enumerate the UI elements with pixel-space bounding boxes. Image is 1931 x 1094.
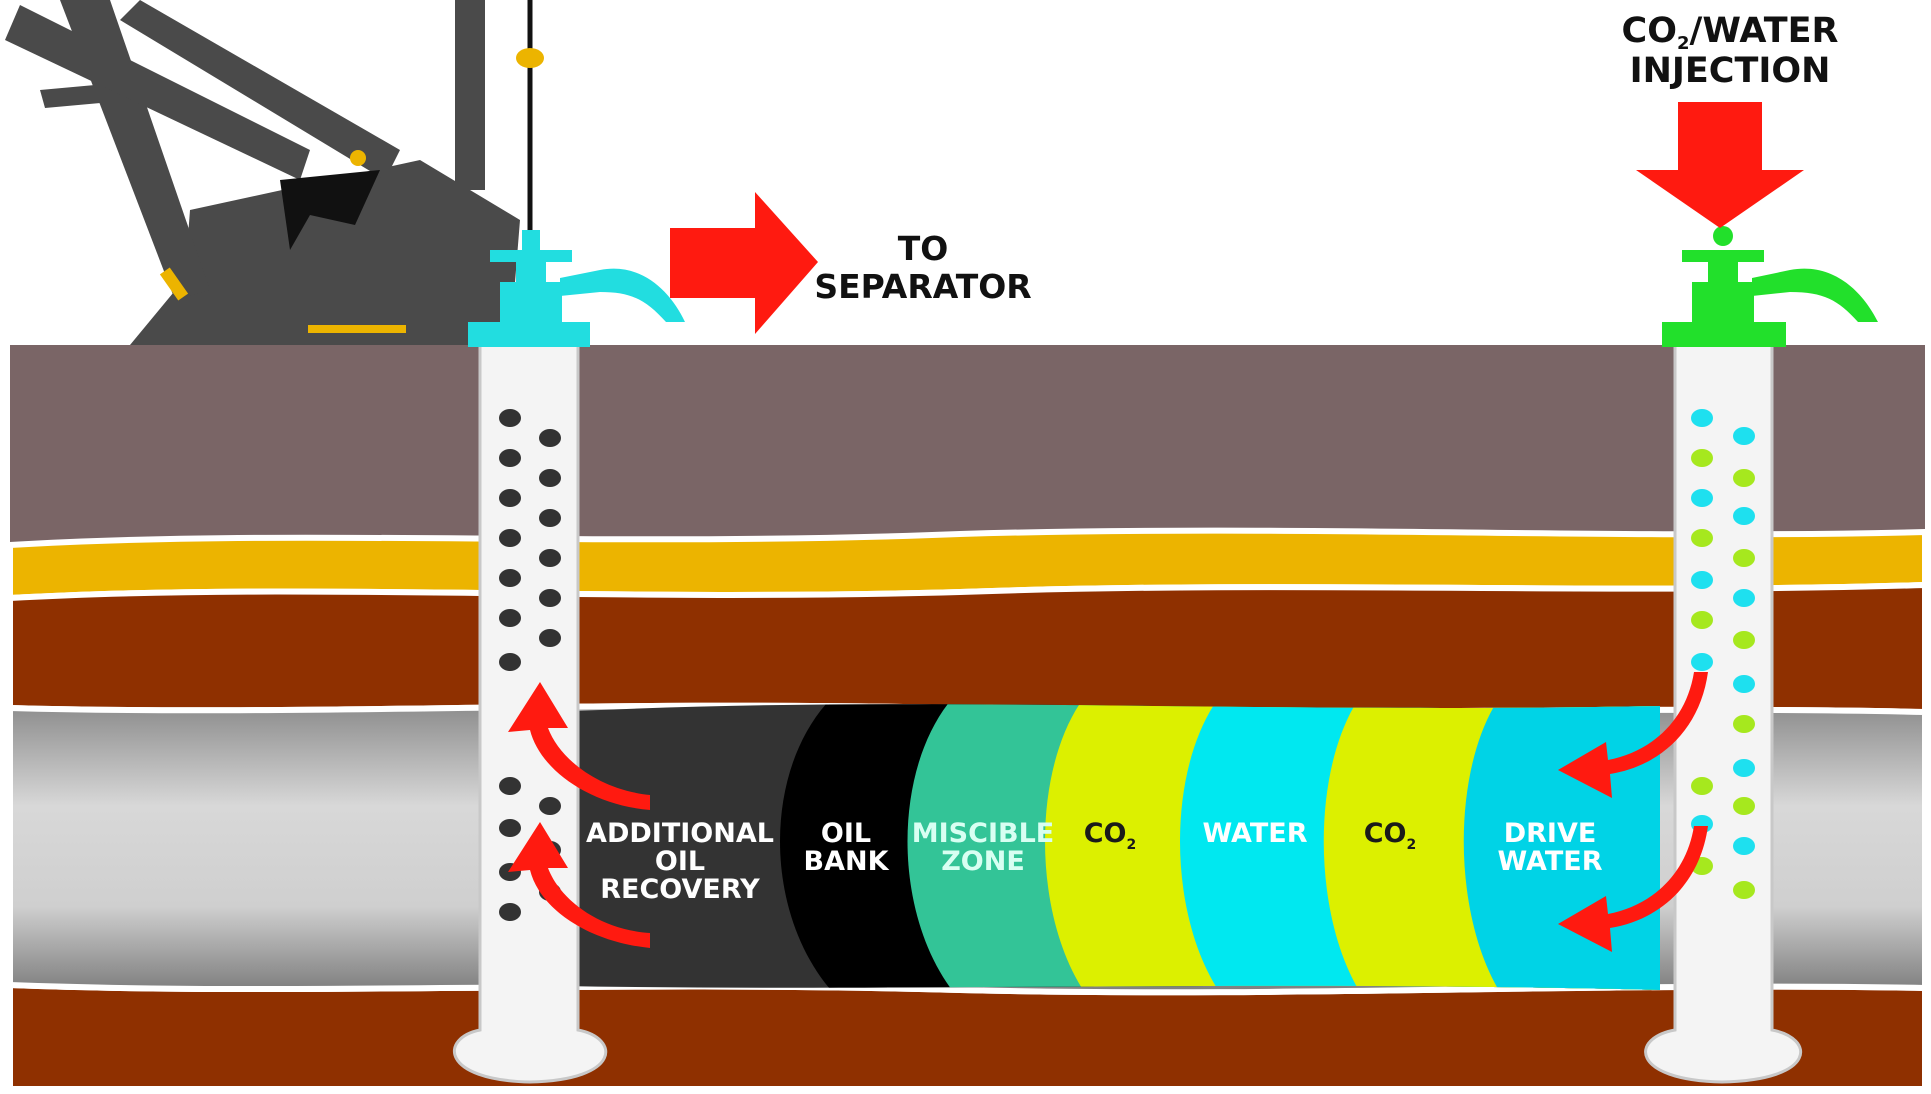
label-water: WATER [1202, 818, 1307, 849]
producer-wellhead-icon [468, 230, 685, 347]
label-miscible-zone-2: ZONE [941, 846, 1025, 877]
curved-up-arrow-icon [508, 682, 650, 948]
separator-label-line2: SEPARATOR [814, 267, 1031, 306]
label-co2-a: CO2 [1084, 818, 1137, 853]
injection-label-line1: CO2/WATER [1622, 11, 1839, 54]
label-additional-oil-recovery-2: OIL [655, 846, 705, 877]
injector-wellhead-icon [1662, 226, 1878, 347]
label-co2-b: CO2 [1364, 818, 1417, 853]
overburden-layer [10, 345, 1925, 545]
injection-dots [1691, 409, 1755, 899]
curved-left-arrow-icon [1558, 672, 1708, 952]
label-miscible-zone-1: MISCIBLE [912, 818, 1054, 849]
separator-label: TO SEPARATOR [814, 229, 1031, 306]
label-additional-oil-recovery-1: ADDITIONAL [586, 818, 774, 849]
label-oil-bank-2: BANK [804, 846, 890, 877]
label-drive-water-1: DRIVE [1504, 818, 1597, 849]
right-arrow-icon [670, 192, 818, 334]
zone-labels: ADDITIONAL OIL RECOVERY OIL BANK MISCIBL… [586, 818, 1603, 905]
shale-layer [7, 581, 1928, 716]
flood-zones [560, 704, 1660, 990]
label-oil-bank-1: OIL [821, 818, 871, 849]
injection-label: CO2/WATER INJECTION [1622, 11, 1839, 91]
lower-shale-layer [7, 981, 1928, 1092]
injector-well [1644, 343, 1803, 1084]
label-drive-water-2: WATER [1497, 846, 1602, 877]
down-arrow-icon [1636, 102, 1804, 228]
separator-label-line1: TO [898, 229, 949, 268]
pumpjack-icon [5, 0, 544, 345]
label-additional-oil-recovery-3: RECOVERY [600, 874, 760, 905]
injection-label-line2: INJECTION [1630, 51, 1831, 91]
